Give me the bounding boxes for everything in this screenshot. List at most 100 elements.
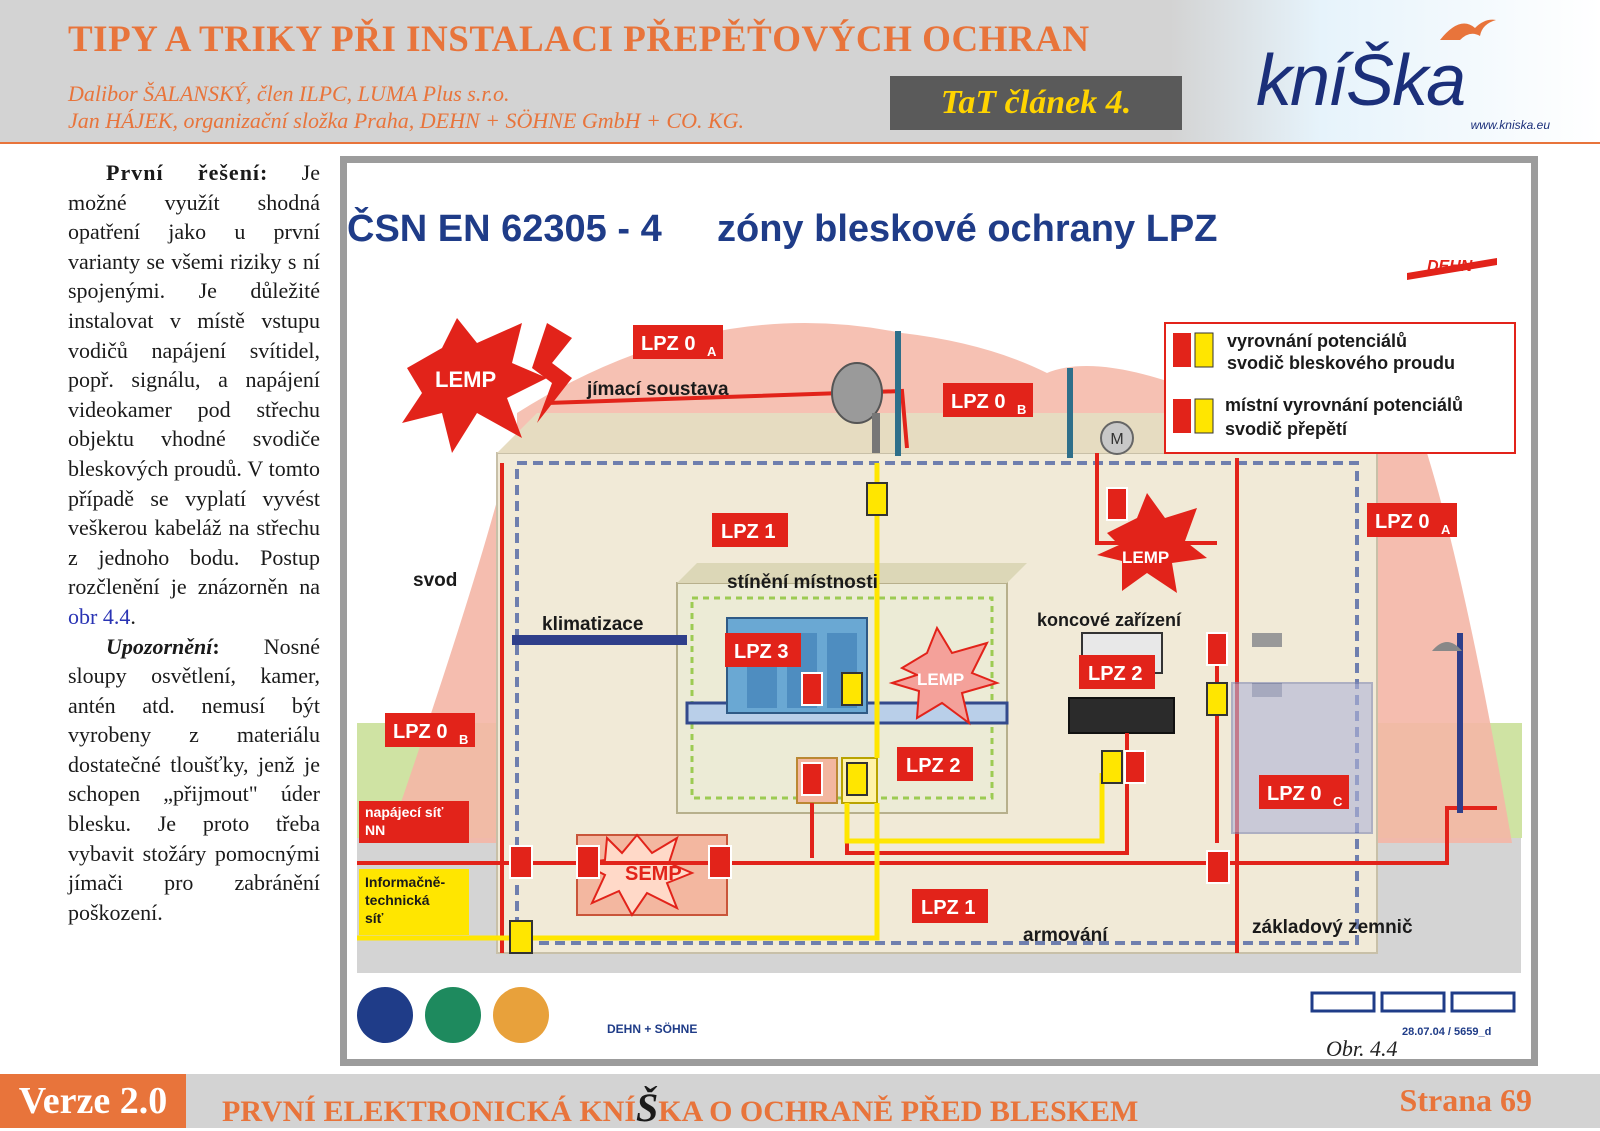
satellite-dish (831, 362, 883, 424)
motor-label: M (1110, 431, 1123, 448)
spd-lpz3 (801, 672, 823, 706)
footer-title: PRVNÍ ELEKTRONICKÁ KNÍŠKA O OCHRANĚ PŘED… (222, 1084, 1138, 1131)
semp-label: SEMP (625, 863, 682, 885)
dehn-logo-stripe (1407, 258, 1497, 280)
lpz0a-top-label: LPZ 0 (641, 333, 695, 355)
label-air-conditioning: klimatizace (542, 614, 643, 635)
figure-link[interactable]: obr 4.4 (68, 603, 131, 629)
paragraph-warning: Upozornění: Nosné sloupy osvětlení, kame… (68, 632, 320, 928)
label-air-termination: jímací soustava (586, 379, 729, 400)
paragraph-first-solution: První řešení: Je možné využít shodná opa… (68, 158, 320, 632)
colon: : (212, 633, 221, 659)
logo-s: Š (1346, 41, 1394, 121)
lpz2-right-label: LPZ 2 (1088, 663, 1142, 685)
footer-title-pre: PRVNÍ ELEKTRONICKÁ KNÍ (222, 1095, 636, 1128)
dehn-logo-text: DEHN (1427, 258, 1473, 275)
figure-title-zones: zóny bleskové ochrany LPZ (717, 208, 1217, 250)
legend-box (1164, 322, 1516, 454)
logo-prefix: kní (1256, 41, 1348, 121)
lead-warning: Upozornění (106, 633, 213, 659)
spd-camera (1206, 682, 1228, 716)
nav-icon-orange[interactable] (493, 987, 549, 1043)
ac-duct (512, 635, 687, 645)
wire-data-left (357, 803, 880, 941)
dehn-sohne-credit: DEHN + SÖHNE (607, 1021, 697, 1036)
lpz1-bottom-badge (912, 889, 988, 923)
footer-title-s: Š (636, 1085, 659, 1130)
nav-button-back[interactable] (1450, 991, 1516, 1013)
author-line-2: Jan HÁJEK, organizační složka Praha, DEH… (68, 108, 745, 133)
lpz2-right-badge (1079, 655, 1155, 689)
page-footer: Verze 2.0 PRVNÍ ELEKTRONICKÁ KNÍŠKA O OC… (0, 1074, 1600, 1131)
lpz0a-top-badge (633, 325, 723, 359)
article-badge: TaT článek 4. (890, 76, 1182, 130)
label-reinforcement: armování (1023, 925, 1108, 946)
room-top (677, 563, 1027, 583)
legend-item2-line1: místní vyrovnání potenciálů (1225, 395, 1463, 415)
lightning-bolt (532, 323, 572, 423)
lpz0a-right-badge (1367, 503, 1457, 537)
spd-power-entry (509, 845, 533, 879)
page-title: TIPY A TRIKY PŘI INSTALACI PŘEPĚŤOVÝCH O… (68, 19, 1090, 60)
spd-semp-right (708, 845, 732, 879)
body-text-column: První řešení: Je možné využít shodná opa… (68, 158, 320, 927)
lpz0b-left-badge (385, 713, 475, 747)
lpz0b-top-label: LPZ 0 (951, 391, 1005, 413)
lpz1-top-badge (712, 513, 788, 547)
spd-motor (1106, 487, 1128, 521)
motor-icon (1100, 421, 1134, 455)
page-number: Strana 69 (1399, 1082, 1532, 1118)
lemp-burst-outer (402, 318, 547, 453)
spd-terminal-red (1124, 750, 1146, 784)
lpz2-center-badge (897, 747, 973, 781)
legend-item1-line1: vyrovnání potenciálů (1227, 331, 1407, 351)
lemp-burst-inner (888, 625, 1001, 726)
spd-power-exit (1206, 850, 1230, 884)
zone-lpz0b-right (1347, 453, 1512, 843)
label-foundation-earth: základový zemnič (1252, 917, 1413, 938)
lpz0c-volume (1231, 682, 1373, 834)
legend-icon-red-1 (1173, 333, 1191, 367)
spd-lpz3-yellow (841, 672, 863, 706)
lpz0b-left-label: LPZ 0 (393, 721, 447, 743)
spd-data-entry (509, 920, 533, 954)
lemp-label-inner: LEMP (917, 670, 964, 689)
label-info-network-3: síť (365, 910, 384, 926)
legend-icon-yellow-1 (1194, 332, 1214, 368)
air-termination (546, 388, 909, 449)
terminal-device (1068, 697, 1175, 734)
dish-mount (872, 413, 880, 453)
street-lamp-pole (1457, 633, 1463, 813)
label-info-network-1: Informačně- (365, 874, 445, 890)
figure-caption: Obr. 4.4 (1326, 1036, 1398, 1061)
nav-button-home[interactable] (1310, 991, 1376, 1013)
lpz0c-label: LPZ 0 (1267, 783, 1321, 805)
kniska-logo[interactable]: kníŠka www.kniska.eu (1240, 10, 1570, 138)
nav-button-first[interactable] (1380, 991, 1446, 1013)
legend-item1-line2: svodič bleskového proudu (1227, 353, 1455, 373)
author-line-1: Dalibor ŠALANSKÝ, člen ILPC, LUMA Plus s… (68, 81, 510, 106)
lpz0b-left-sub: B (459, 732, 468, 747)
spd-lpz2-yellow (846, 762, 868, 796)
mast-right (1067, 368, 1073, 458)
nav-icon-green[interactable] (425, 987, 481, 1043)
label-power-network-1: napájecí síť (365, 804, 444, 820)
version-badge: Verze 2.0 (0, 1074, 186, 1128)
page-header: TIPY A TRIKY PŘI INSTALACI PŘEPĚŤOVÝCH O… (0, 0, 1600, 144)
bird-icon (1440, 19, 1496, 40)
text-warning: Nosné sloupy osvětlení, kamer, antén atd… (68, 633, 320, 925)
nav-icon-blue[interactable] (357, 987, 413, 1043)
figure-title-standard: ČSN EN 62305 - 4 (347, 205, 662, 250)
power-network-badge (359, 801, 469, 843)
lpz0b-top-badge (943, 383, 1033, 417)
lpz0c-badge (1259, 775, 1349, 809)
text-first-solution: Je možné využít shodná opatření jako u p… (68, 160, 320, 600)
logo-suffix: ka (1392, 41, 1466, 121)
label-terminal-device: koncové zařízení (1037, 610, 1182, 630)
wire-data-terminal (844, 773, 1105, 844)
info-network-badge (359, 869, 469, 935)
lpz0b-top-sub: B (1017, 402, 1026, 417)
lpz3-badge (725, 633, 801, 667)
lpz0c-sub: C (1333, 794, 1343, 809)
lpz3-label: LPZ 3 (734, 641, 788, 663)
